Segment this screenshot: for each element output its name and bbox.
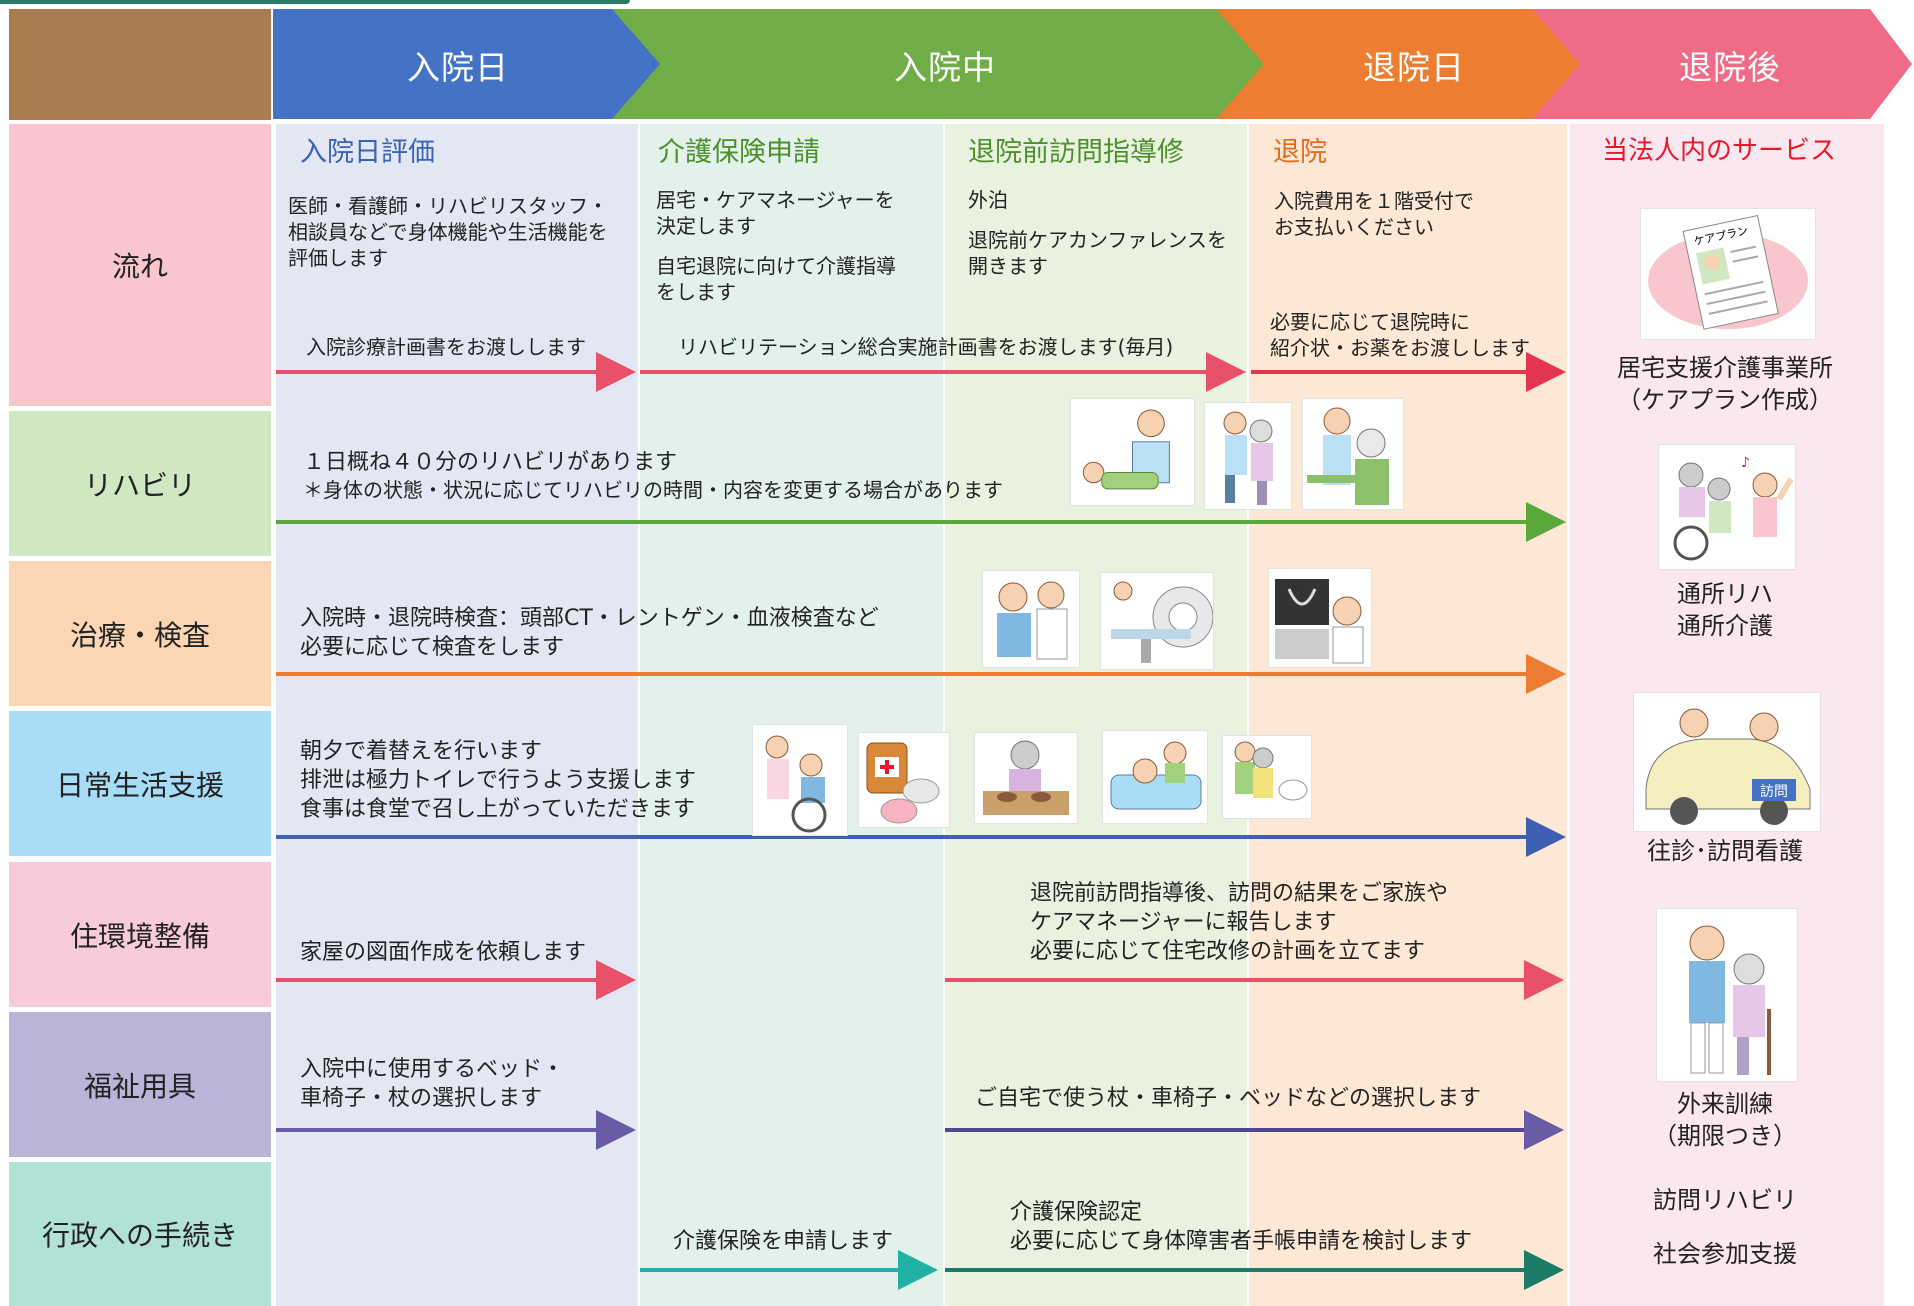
flow-col4-line1: 入院費用を１階受付で <box>1274 189 1474 213</box>
heading-care-insurance: 介護保険申請 <box>658 137 820 168</box>
service-day-rehab-line1: 通所リハ <box>1677 580 1773 608</box>
rehab-line2: ＊身体の状態・状況に応じてリハビリの時間・内容を変更する場合があります <box>303 478 1003 502</box>
treatment-line1: 入院時・退院時検査：頭部CT・レントゲン・血液検査など <box>300 606 879 631</box>
treatment-line2: 必要に応じて検査をします <box>300 635 565 660</box>
housing-right-line1: 退院前訪問指導後、訪問の結果をご家族や <box>1030 881 1449 906</box>
daily-line3: 食事は食堂で召し上がっていただきます <box>300 797 695 822</box>
flow-col1-line2: 相談員などで身体機能や生活機能を <box>288 220 608 244</box>
flow-col2-a-line1: 居宅・ケアマネージャーを <box>656 188 895 212</box>
flow-col4-line2: お支払いください <box>1274 215 1434 239</box>
arm-rehab-illustration <box>1302 398 1404 510</box>
flow-arrow1-label: 入院診療計画書をお渡しします <box>306 335 586 359</box>
header-corner-cell <box>9 9 271 120</box>
flow-arrow3-line1: 必要に応じて退院時に <box>1270 310 1470 334</box>
row-header-treatment: 治療・検査 <box>9 561 271 706</box>
meal-illustration <box>974 732 1078 824</box>
bath-illustration <box>1102 730 1208 824</box>
phase-label-discharge: 退院日 <box>1363 47 1465 87</box>
walking-support-illustration <box>1656 908 1798 1082</box>
service-care-plan-line2: （ケアプラン作成） <box>1617 386 1833 414</box>
walking-rehab-illustration <box>1204 402 1292 510</box>
row-header-admin: 行政への手続き <box>9 1162 271 1306</box>
service-outpatient-line1: 外来訓練 <box>1677 1090 1773 1118</box>
phase-label-after: 退院後 <box>1679 47 1781 87</box>
flow-col3-overnight: 外泊 <box>968 188 1008 212</box>
flow-col1-line1: 医師・看護師・リハビリスタッフ・ <box>288 194 608 218</box>
svg-text:♪: ♪ <box>1741 455 1750 471</box>
admin-left: 介護保険を申請します <box>673 1229 894 1254</box>
careplan-illustration: ケアプラン <box>1640 208 1816 340</box>
heading-in-house-services: 当法人内のサービス <box>1602 136 1837 166</box>
housing-right-line3: 必要に応じて住宅改修の計画を立てます <box>1030 939 1425 964</box>
phase-chevrons <box>273 9 1912 119</box>
service-social-participation: 社会参加支援 <box>1653 1240 1797 1268</box>
column-discharge-day <box>1249 124 1567 1306</box>
wheelchair-illustration <box>752 724 848 836</box>
visit-car-label: 訪問 <box>1760 784 1788 800</box>
flow-col3-b-line2: 開きます <box>968 254 1048 278</box>
phase-label-hospitalization: 入院中 <box>894 47 996 87</box>
daily-line2: 排泄は極力トイレで行うよう支援します <box>300 768 697 793</box>
flow-col1-line3: 評価します <box>288 246 388 270</box>
exam-illustration <box>982 570 1080 668</box>
phase-label-admission: 入院日 <box>407 47 509 87</box>
phase-chevron-discharge <box>1216 9 1584 119</box>
service-care-plan-line1: 居宅支援介護事業所 <box>1617 354 1833 382</box>
equipment-right: ご自宅で使う杖・車椅子・ベッドなどの選択します <box>975 1086 1482 1111</box>
flow-col2-a-line2: 決定します <box>656 214 756 238</box>
service-visit-rehab: 訪問リハビリ <box>1653 1186 1797 1214</box>
phase-chevron-admission <box>273 9 668 119</box>
dayservice-illustration: ♪ <box>1658 444 1796 570</box>
ct-scan-illustration <box>1100 572 1214 670</box>
flow-arrow2-label: リハビリテーション総合実施計画書をお渡します(毎月) <box>678 335 1174 359</box>
phase-chevron-after <box>1532 9 1912 119</box>
toilet-illustration <box>1222 735 1312 819</box>
row-header-equipment: 福祉用具 <box>9 1012 271 1157</box>
column-hospitalization-a <box>640 124 943 1306</box>
column-hospitalization-b <box>945 124 1247 1306</box>
rehab-line1: １日概ね４０分のリハビリがあります <box>303 450 678 475</box>
heading-pre-discharge-visit: 退院前訪問指導修 <box>968 137 1184 168</box>
medicine-illustration <box>858 732 950 828</box>
heading-discharge: 退院 <box>1273 137 1327 168</box>
flow-col3-b-line1: 退院前ケアカンファレンスを <box>968 228 1227 252</box>
housing-right-line2: ケアマネージャーに報告します <box>1030 910 1337 935</box>
flow-col2-b-line1: 自宅退院に向けて介護指導 <box>656 254 896 278</box>
visit-car-illustration: 訪問 <box>1633 692 1821 832</box>
admin-right-line1: 介護保険認定 <box>1010 1200 1143 1225</box>
housing-left: 家屋の図面作成を依頼します <box>300 940 587 965</box>
rehab-illustration <box>1070 398 1195 506</box>
top-accent-line <box>0 0 630 4</box>
flow-arrow3-line2: 紹介状・お薬をお渡しします <box>1270 336 1530 360</box>
column-admission-day <box>276 124 638 1306</box>
equipment-left-line2: 車椅子・杖の選択します <box>300 1086 543 1111</box>
flow-col2-b-line2: をします <box>656 280 736 304</box>
equipment-left-line1: 入院中に使用するベッド・ <box>300 1057 565 1082</box>
row-header-housing: 住環境整備 <box>9 862 271 1007</box>
daily-line1: 朝夕で着替えを行います <box>300 739 543 764</box>
service-outpatient-line2: （期限つき） <box>1653 1122 1797 1150</box>
service-day-rehab-line2: 通所介護 <box>1677 612 1773 640</box>
row-header-daily-support: 日常生活支援 <box>9 711 271 856</box>
phase-chevron-hospitalization <box>612 9 1268 119</box>
xray-illustration <box>1268 568 1372 668</box>
admin-right-line2: 必要に応じて身体障害者手帳申請を検討します <box>1010 1229 1473 1254</box>
row-header-rehab: リハビリ <box>9 411 271 556</box>
service-home-nursing: 往診･訪問看護 <box>1647 837 1803 865</box>
row-header-flow: 流れ <box>9 124 271 406</box>
heading-admission-evaluation: 入院日評価 <box>300 137 435 168</box>
